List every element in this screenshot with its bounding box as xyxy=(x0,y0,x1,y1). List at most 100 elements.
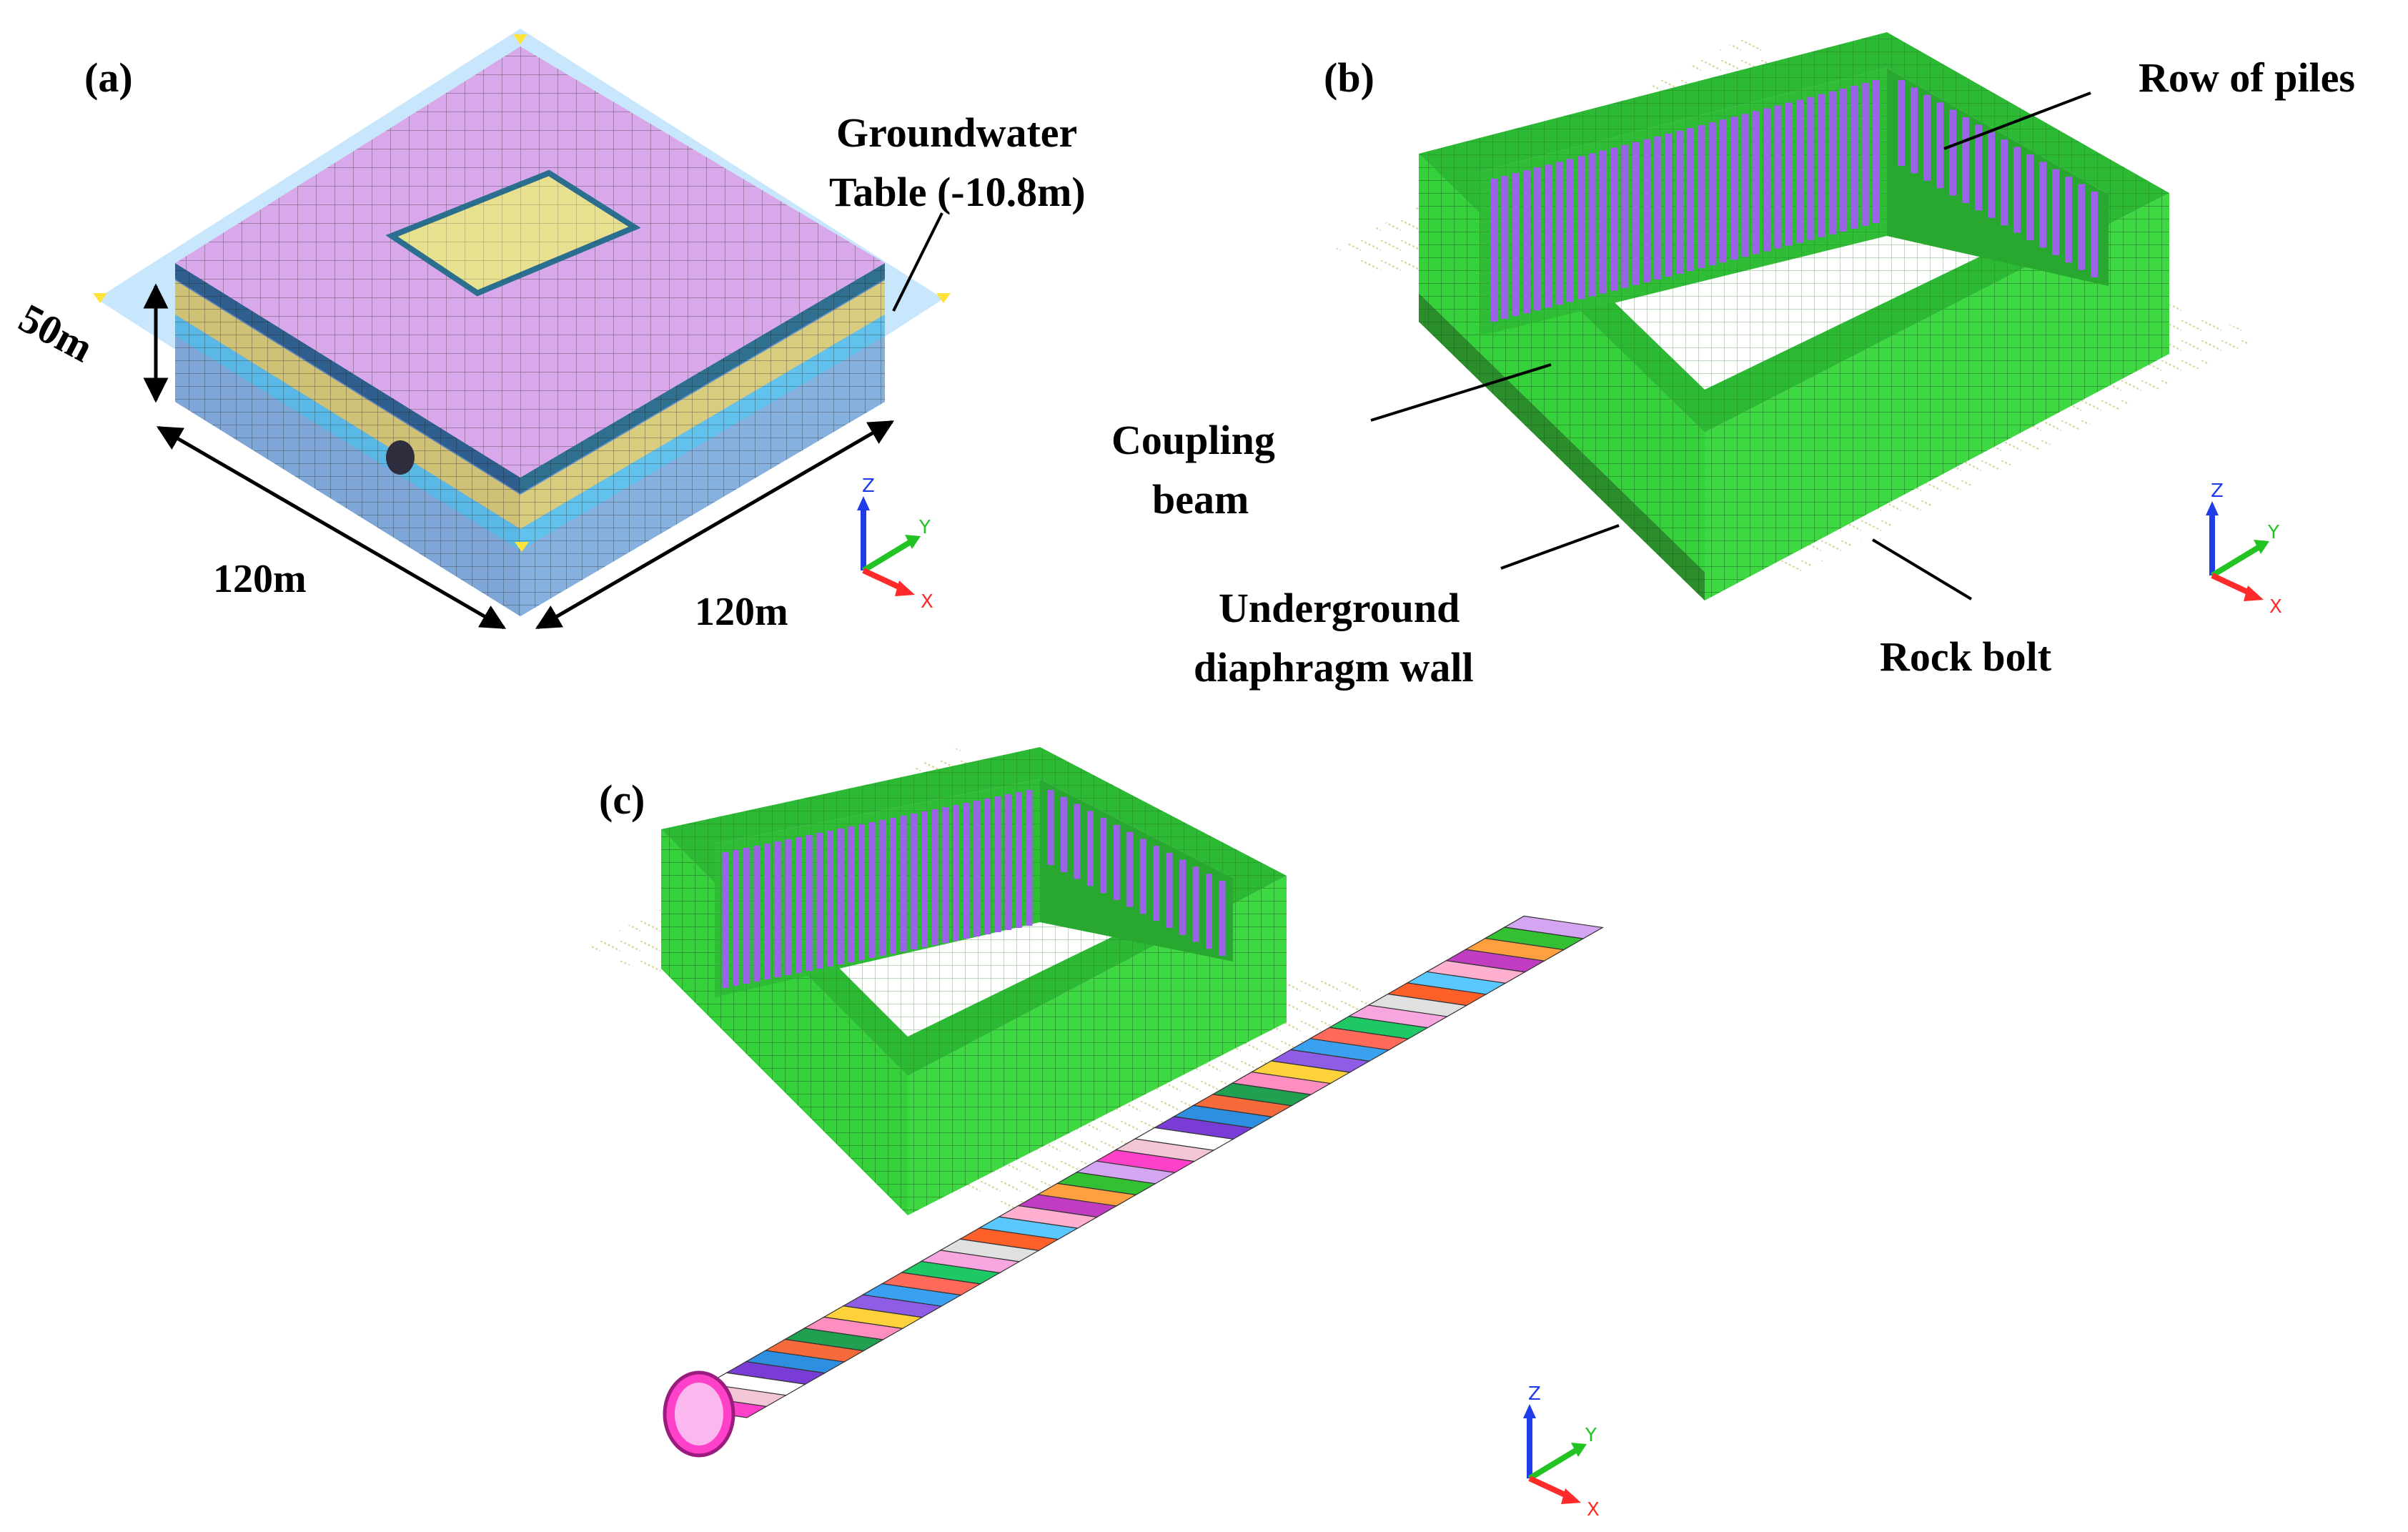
pile xyxy=(743,848,750,984)
pile xyxy=(796,837,803,973)
coupling-beam-label-line1: Coupling xyxy=(1111,417,1275,463)
coupling-beam-label-line2: beam xyxy=(1152,476,1249,523)
pile xyxy=(1774,105,1782,249)
axis-x-label: X xyxy=(921,591,933,613)
pile xyxy=(1763,108,1771,252)
width-left-label: 120m xyxy=(213,557,307,601)
pile xyxy=(1179,859,1186,935)
pile xyxy=(931,809,938,945)
water-marker-icon xyxy=(93,293,107,303)
pile xyxy=(1873,80,1880,223)
axis-x-label: X xyxy=(2269,596,2282,618)
row-of-piles-label: Row of piles xyxy=(2139,54,2355,101)
pile xyxy=(1708,122,1716,266)
pile xyxy=(1100,818,1107,894)
pile xyxy=(879,820,886,956)
pile xyxy=(1949,109,1956,196)
pile xyxy=(1588,153,1596,297)
pile xyxy=(1139,839,1146,914)
pile xyxy=(2001,139,2008,226)
pile xyxy=(1534,167,1542,311)
axis-y-label: Y xyxy=(1585,1425,1597,1446)
panel-b-tag: (b) xyxy=(1324,54,1374,101)
pile xyxy=(1850,85,1858,229)
pile xyxy=(1005,794,1012,930)
pile xyxy=(1796,99,1803,243)
pile xyxy=(921,811,928,947)
width-left-dimension-arrow xyxy=(156,425,507,630)
pile xyxy=(1687,128,1695,272)
pile xyxy=(1545,164,1552,308)
pile xyxy=(2065,177,2072,263)
pile xyxy=(1698,125,1705,269)
pile xyxy=(983,799,991,934)
pile xyxy=(994,796,1001,932)
axes-triad: Z Y X xyxy=(1523,1383,1600,1521)
shield-tunnel xyxy=(663,915,1605,1458)
panel-a: (a) xyxy=(11,29,1086,634)
pile xyxy=(1720,119,1727,263)
pile xyxy=(1512,173,1520,317)
pile xyxy=(816,833,823,969)
pile xyxy=(774,841,781,977)
panel-a-tag: (a) xyxy=(84,54,133,101)
pile xyxy=(963,803,970,939)
pile xyxy=(1643,139,1650,282)
row-of-piles xyxy=(1490,80,2098,322)
pile xyxy=(1192,866,1199,942)
pile xyxy=(1166,852,1173,928)
pile xyxy=(764,844,771,979)
pile xyxy=(1086,811,1094,886)
pile xyxy=(1599,150,1607,294)
axes-triad: Z Y X xyxy=(2206,480,2282,618)
pile xyxy=(1962,117,1969,203)
diaphragm-wall-label-line2: diaphragm wall xyxy=(1194,644,1474,691)
pile xyxy=(2013,147,2021,233)
pile xyxy=(827,831,834,967)
pile xyxy=(952,805,959,941)
water-marker-icon xyxy=(513,34,527,44)
pile xyxy=(1047,790,1054,865)
pile xyxy=(1665,133,1673,277)
coupling-beam-leader-line xyxy=(1370,363,1552,422)
pile xyxy=(1785,102,1793,246)
pile xyxy=(1577,156,1585,300)
rock-bolt-label: Rock bolt xyxy=(1880,633,2052,680)
pile xyxy=(1501,176,1509,320)
pile xyxy=(1060,796,1067,872)
groundwater-label-line2: Table (-10.8m) xyxy=(829,169,1086,215)
pile xyxy=(1015,792,1022,928)
pile xyxy=(1567,159,1574,302)
pile xyxy=(911,814,918,949)
pile xyxy=(868,822,876,958)
pile xyxy=(1522,170,1530,314)
depth-label: 50m xyxy=(11,295,100,371)
panel-b: (b) Row of piles Coupling beam Un xyxy=(1111,32,2355,691)
axis-z-label: Z xyxy=(862,475,875,497)
pile xyxy=(1911,87,1918,174)
diaphragm-wall-leader-line xyxy=(1500,524,1620,570)
diaphragm-wall xyxy=(1419,32,2169,601)
pile xyxy=(2052,169,2059,255)
pile xyxy=(1632,142,1640,285)
groundwater-leader-line xyxy=(892,212,943,312)
pile xyxy=(785,839,792,975)
pile xyxy=(2091,192,2098,277)
axis-z-label: Z xyxy=(1528,1383,1541,1405)
pile xyxy=(1923,94,1931,181)
pile xyxy=(1818,94,1825,237)
pile xyxy=(1975,124,1982,211)
width-right-label: 120m xyxy=(695,590,788,634)
pile xyxy=(1026,790,1033,926)
pile xyxy=(1741,114,1749,257)
pile xyxy=(889,818,896,954)
axis-z-label: Z xyxy=(2211,480,2224,502)
tunnel-opening xyxy=(386,440,415,475)
water-marker-icon xyxy=(936,293,951,303)
pile xyxy=(1490,179,1497,322)
pile xyxy=(2039,162,2046,248)
pile xyxy=(1206,874,1213,949)
pile xyxy=(1074,804,1081,879)
pile xyxy=(733,850,740,986)
pile xyxy=(848,826,855,962)
